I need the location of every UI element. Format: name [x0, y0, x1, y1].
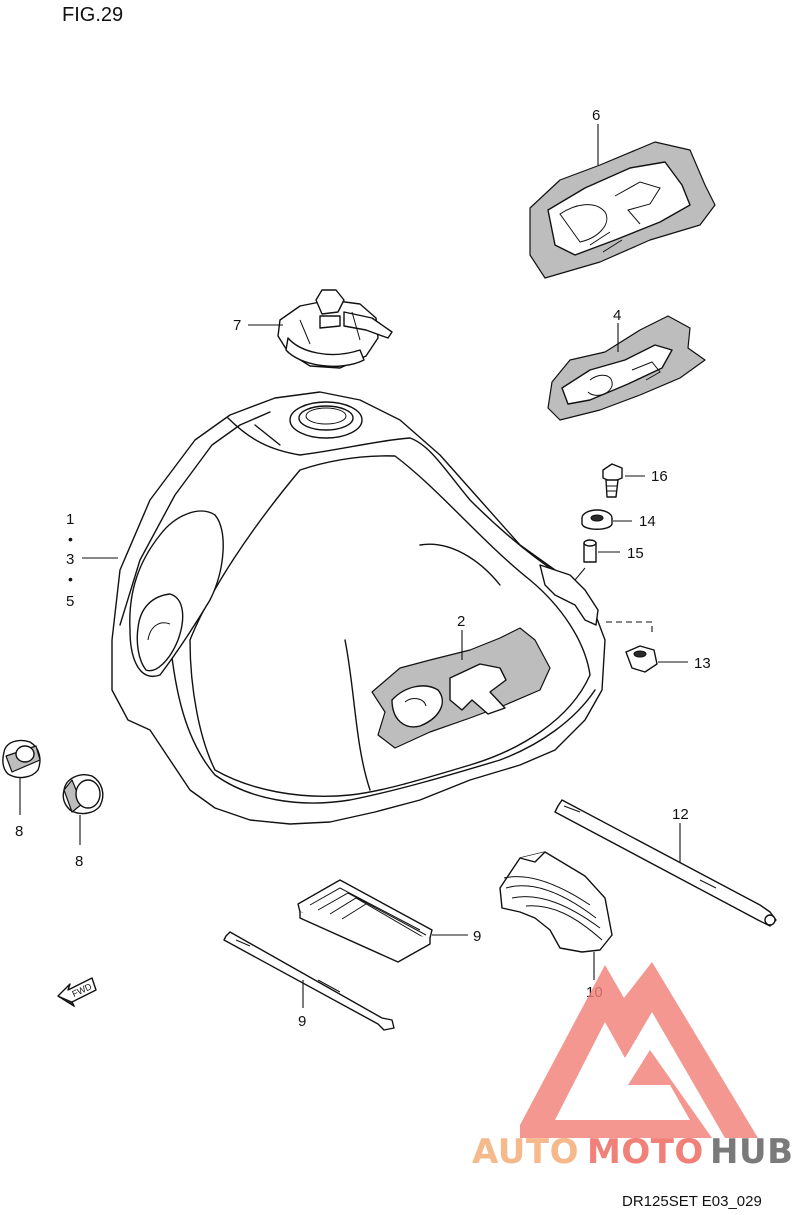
part-14-cushion [581, 509, 613, 530]
part-9-band [223, 931, 395, 1031]
part-8-cap-a [2, 739, 41, 779]
callout-2: 2 [457, 613, 465, 630]
callout-5: 5 [66, 593, 74, 610]
part-16-bolt [602, 463, 623, 498]
callout-8b: 8 [75, 853, 83, 870]
separator-dot-1: • [68, 531, 73, 547]
callout-1: 1 [66, 511, 74, 528]
watermark-moto: MOTO [587, 1132, 704, 1172]
watermark-logo: AUTO MOTO HUB [472, 962, 793, 1172]
callout-8a: 8 [15, 823, 23, 840]
part-4-emblem [547, 315, 706, 421]
part-12-band [554, 799, 777, 927]
callout-15: 15 [627, 545, 644, 562]
callout-12: 12 [672, 806, 689, 823]
callout-4: 4 [613, 307, 621, 324]
part-13-grommet [625, 645, 658, 673]
part-6-emblem [529, 141, 716, 279]
part-10-pad [297, 879, 433, 963]
figure-title: FIG.29 [62, 4, 123, 26]
watermark-auto: AUTO [472, 1132, 579, 1172]
callout-13: 13 [694, 655, 711, 672]
part-15-spacer [583, 539, 597, 563]
callout-7: 7 [233, 317, 241, 334]
separator-dot-2: • [68, 571, 73, 587]
callout-3: 3 [66, 551, 74, 568]
callout-9: 9 [298, 1013, 306, 1030]
callout-14: 14 [639, 513, 656, 530]
part-7-fuel-cap [277, 289, 393, 369]
watermark-triangle-icon [520, 962, 758, 1138]
callout-6: 6 [592, 107, 600, 124]
callout-16: 16 [651, 468, 668, 485]
part-8-cap-b [62, 774, 104, 815]
fwd-arrow-icon: FWD [57, 977, 97, 1008]
part-1-fuel-tank [111, 391, 606, 825]
figure-code: DR125SET E03_029 [622, 1193, 762, 1210]
callout-10: 9 [473, 928, 481, 945]
part-11-protector [499, 851, 613, 953]
watermark-hub: HUB [710, 1132, 793, 1172]
